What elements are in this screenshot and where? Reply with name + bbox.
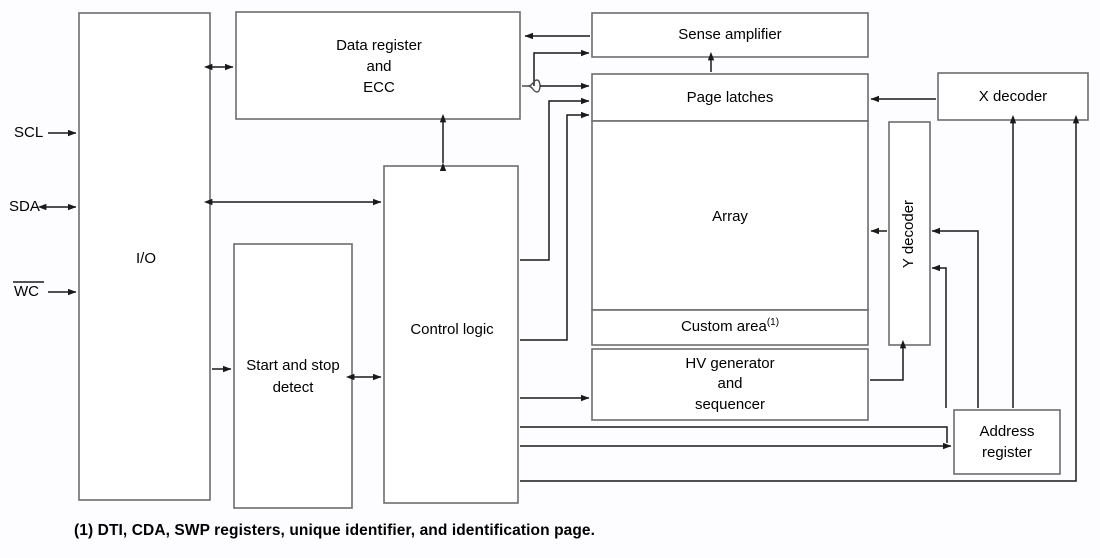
pin-label-sda: SDA	[9, 198, 40, 215]
wire-control-logic-page-latches-2	[520, 111, 590, 341]
block-data-register	[235, 11, 521, 120]
block-hv-generator	[591, 348, 869, 421]
label-hv-generator-line2: and	[717, 375, 742, 392]
label-address-register-line2: register	[982, 444, 1032, 461]
label-address-register-line1: Address	[979, 423, 1034, 440]
pin-label-wc: WC	[14, 283, 39, 300]
wire-hv-generator-y-decoder	[870, 339, 907, 381]
label-array: Array	[712, 208, 748, 225]
label-control-logic: Control logic	[410, 321, 494, 338]
block-control-logic	[383, 165, 519, 504]
wire-control-logic-address-register-upper	[520, 426, 948, 443]
wire-control-logic-page-latches-1	[520, 97, 590, 261]
wire-control-logic-x-decoder	[520, 114, 1080, 482]
label-io: I/O	[136, 250, 156, 267]
block-address-register	[953, 409, 1061, 475]
label-custom-area: Custom area(1)	[681, 317, 779, 335]
wire-address-register-y-decoder-2	[931, 264, 947, 408]
label-page-latches: Page latches	[687, 89, 774, 106]
label-data-register-line1: Data register	[336, 37, 422, 54]
label-data-register-line2: and	[366, 58, 391, 75]
label-hv-generator-line3: sequencer	[695, 396, 765, 413]
label-data-register-line3: ECC	[363, 79, 395, 96]
label-custom-area-text: Custom area	[681, 318, 768, 335]
block-sense-amplifier	[591, 12, 869, 58]
label-hv-generator-line1: HV generator	[685, 355, 774, 372]
block-array	[591, 120, 869, 311]
pin-label-scl: SCL	[14, 124, 43, 141]
block-custom-area	[591, 309, 869, 346]
label-start-stop-line2: detect	[273, 379, 315, 396]
block-y-decoder	[888, 121, 931, 346]
label-sense-amplifier: Sense amplifier	[678, 26, 781, 43]
wire-address-register-y-decoder-1	[931, 227, 979, 408]
wire-data-register-sense-amplifier	[533, 49, 590, 86]
label-x-decoder: X decoder	[979, 88, 1047, 105]
label-custom-area-superscript: (1)	[767, 317, 779, 328]
label-start-stop-line1: Start and stop	[246, 357, 339, 374]
figure-footnote: (1) DTI, CDA, SWP registers, unique iden…	[74, 522, 596, 539]
label-y-decoder: Y decoder	[900, 200, 917, 268]
wire-hop-marker	[522, 79, 541, 93]
block-start-stop-detect	[233, 243, 353, 509]
block-io	[78, 12, 211, 501]
